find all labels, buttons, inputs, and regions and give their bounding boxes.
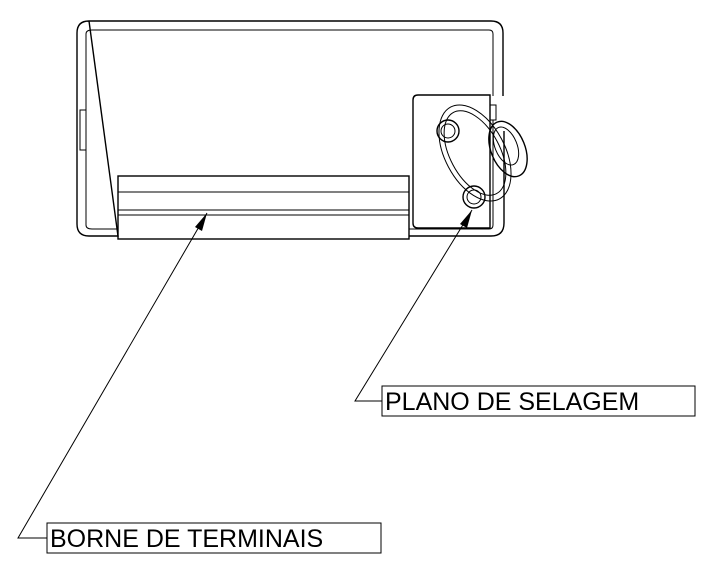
seal-cover-plate bbox=[412, 94, 497, 229]
seal-wire-loop bbox=[438, 104, 512, 202]
seal-screw-bottom bbox=[462, 185, 486, 209]
lead-seal bbox=[488, 120, 528, 178]
seal-screw-top bbox=[436, 119, 460, 143]
terminal-block bbox=[117, 175, 410, 240]
meter-housing bbox=[76, 20, 505, 237]
seal-plane-label: PLANO DE SELAGEM bbox=[385, 388, 639, 416]
terminal-block-callout: BORNE DE TERMINAIS bbox=[46, 522, 382, 554]
terminal-block-leader bbox=[17, 212, 208, 539]
seal-plane-leader bbox=[354, 209, 473, 402]
terminal-block-arrowhead bbox=[195, 213, 207, 231]
seal-plane-callout: PLANO DE SELAGEM bbox=[381, 385, 696, 417]
seal-plane-arrowhead bbox=[460, 210, 472, 228]
terminal-block-label: BORNE DE TERMINAIS bbox=[50, 525, 323, 553]
